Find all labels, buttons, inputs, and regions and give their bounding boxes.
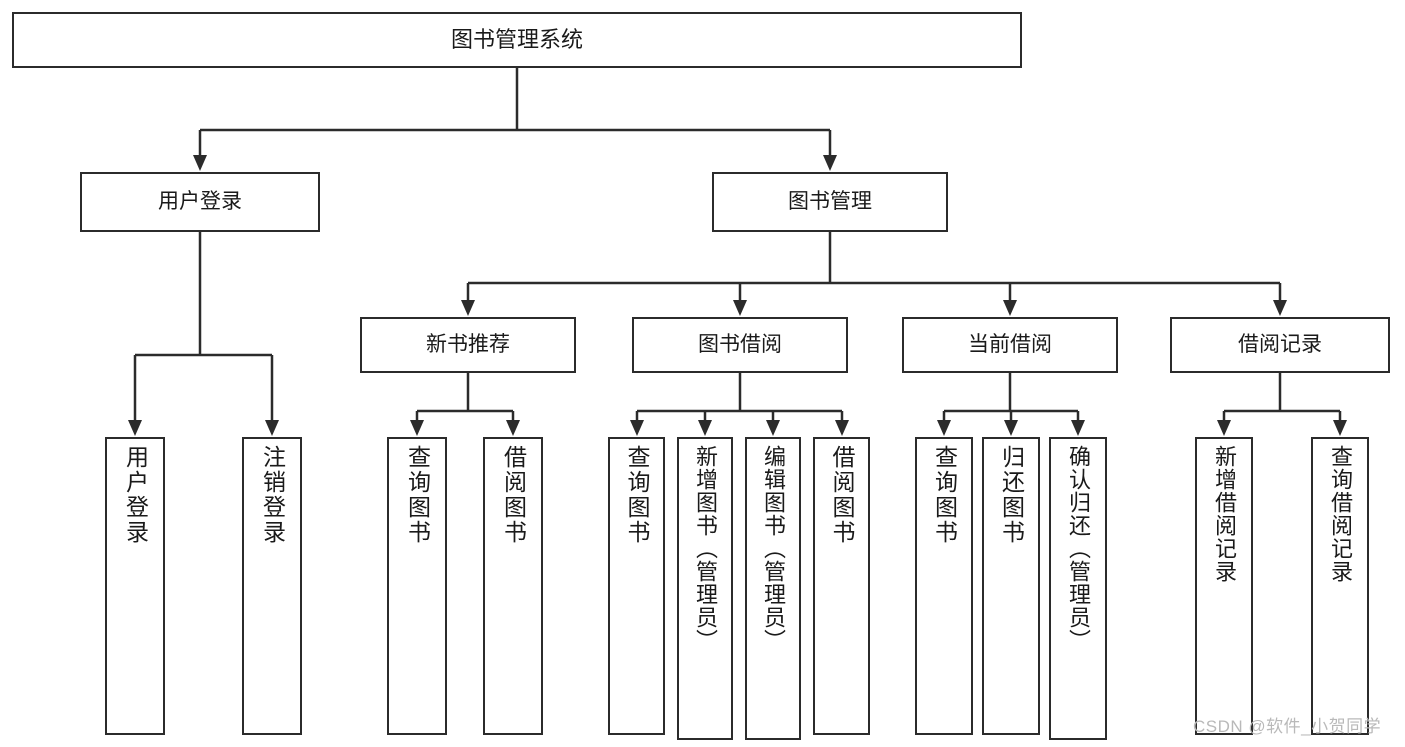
edge-arrowhead (937, 420, 951, 436)
node-current-borrow[interactable]: 当前借阅 (902, 317, 1118, 373)
node-label: 查询图书 (931, 445, 958, 545)
node-label: 查询图书 (624, 445, 650, 545)
node-label: 新书推荐 (426, 332, 510, 356)
watermark-text: CSDN @软件_小贺同学 (1193, 717, 1382, 736)
edge-arrowhead (1333, 420, 1347, 436)
node-borrow-record[interactable]: 借阅记录 (1170, 317, 1390, 373)
edge-arrowhead (1004, 420, 1018, 436)
node-label: 借阅记录 (1238, 332, 1322, 356)
node-label: 借阅图书 (500, 445, 527, 545)
node-label: 用户登录 (158, 189, 242, 213)
edge-arrowhead (733, 300, 747, 316)
edge-arrowhead (410, 420, 424, 436)
node-label: 新增借阅记录 (1212, 445, 1237, 583)
edge-arrowhead (698, 420, 712, 436)
node-label: 图书借阅 (698, 332, 782, 356)
node-label: 借阅图书 (829, 445, 855, 545)
node-leaf-logout[interactable]: 注销登录 (242, 437, 302, 735)
edge-arrowhead (835, 420, 849, 436)
node-book-manage[interactable]: 图书管理 (712, 172, 948, 232)
node-label: 新增图书（管理员） (693, 445, 718, 652)
node-user-login[interactable]: 用户登录 (80, 172, 320, 232)
edge-arrowhead (766, 420, 780, 436)
node-label: 用户登录 (122, 445, 149, 545)
node-root[interactable]: 图书管理系统 (12, 12, 1022, 68)
node-leaf-edit-book-admin[interactable]: 编辑图书（管理员） (745, 437, 801, 740)
node-leaf-confirm-return-admin[interactable]: 确认归还（管理员） (1049, 437, 1107, 740)
node-leaf-query-borrow-record[interactable]: 查询借阅记录 (1311, 437, 1369, 735)
edge-arrowhead (128, 420, 142, 436)
edge-arrowhead (265, 420, 279, 436)
node-leaf-add-book-admin[interactable]: 新增图书（管理员） (677, 437, 733, 740)
node-leaf-query-book-1[interactable]: 查询图书 (387, 437, 447, 735)
node-leaf-return-book[interactable]: 归还图书 (982, 437, 1040, 735)
node-label: 查询借阅记录 (1328, 445, 1353, 583)
node-leaf-query-book-3[interactable]: 查询图书 (915, 437, 973, 735)
edge-arrowhead (1003, 300, 1017, 316)
node-new-book-rec[interactable]: 新书推荐 (360, 317, 576, 373)
node-leaf-borrow-book-2[interactable]: 借阅图书 (813, 437, 870, 735)
edge-arrowhead (1273, 300, 1287, 316)
edge-arrowhead (193, 155, 207, 171)
node-leaf-user-login[interactable]: 用户登录 (105, 437, 165, 735)
edge-arrowhead (1071, 420, 1085, 436)
node-leaf-add-borrow-record[interactable]: 新增借阅记录 (1195, 437, 1253, 735)
node-label: 查询图书 (404, 445, 431, 545)
node-leaf-borrow-book-1[interactable]: 借阅图书 (483, 437, 543, 735)
node-label: 归还图书 (998, 445, 1025, 545)
node-leaf-query-book-2[interactable]: 查询图书 (608, 437, 665, 735)
node-book-borrow[interactable]: 图书借阅 (632, 317, 848, 373)
node-label: 当前借阅 (968, 332, 1052, 356)
node-label: 注销登录 (259, 445, 286, 545)
node-label: 图书管理系统 (450, 27, 583, 53)
edge-arrowhead (823, 155, 837, 171)
node-label: 确认归还（管理员） (1066, 445, 1091, 652)
edge-arrowhead (1217, 420, 1231, 436)
node-label: 编辑图书（管理员） (761, 445, 786, 652)
edge-arrowhead (630, 420, 644, 436)
edge-arrowhead (461, 300, 475, 316)
edge-arrowhead (506, 420, 520, 436)
node-label: 图书管理 (788, 189, 872, 213)
